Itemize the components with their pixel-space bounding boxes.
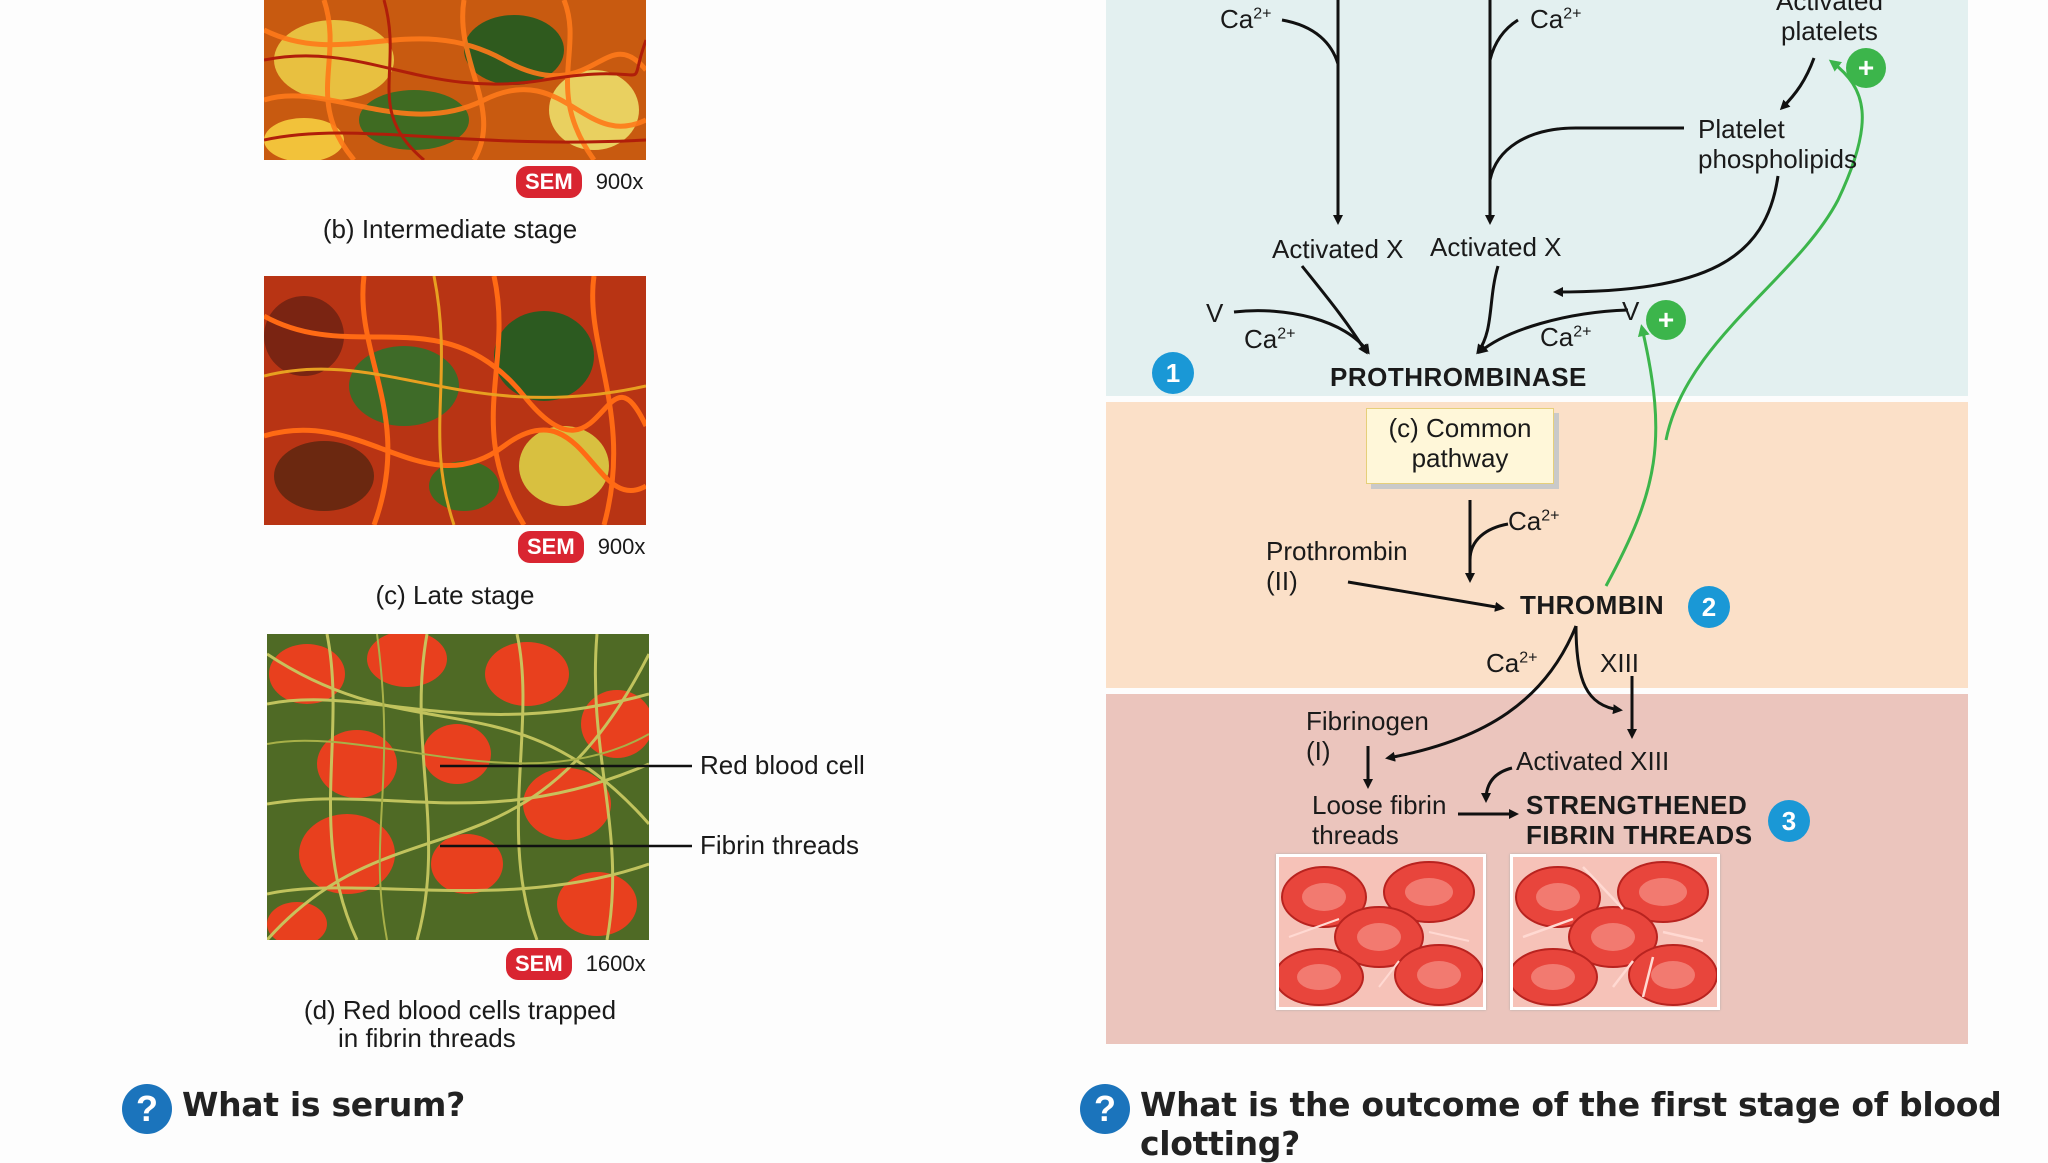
platelet-phospholipids-label: Platelet phospholipids xyxy=(1698,114,1858,174)
label-leader-lines xyxy=(440,764,692,848)
caption-rbc-trapped: (d) Red blood cells trapped in fibrin th… xyxy=(290,996,630,1052)
sem-badge: SEM xyxy=(518,531,584,563)
step-2-badge: 2 xyxy=(1688,586,1730,628)
calcium-label: Ca2+ xyxy=(1220,4,1272,34)
factor-v-right-label: V xyxy=(1622,296,1640,326)
label-red-blood-cell: Red blood cell xyxy=(700,750,865,780)
common-pathway-box: (c) Common pathway xyxy=(1366,408,1554,484)
calcium-label: Ca2+ xyxy=(1540,322,1592,352)
caption-intermediate-stage: (b) Intermediate stage xyxy=(322,214,578,244)
pathway-line-1: (c) Common xyxy=(1388,413,1532,443)
pathway-line-2: pathway xyxy=(1411,443,1509,473)
question-icon: ? xyxy=(122,1084,172,1134)
calcium-label: Ca2+ xyxy=(1508,506,1560,536)
fibrinogen-label: Fibrinogen (I) xyxy=(1306,706,1429,766)
strengthened-fibrin-label: STRENGTHENED FIBRIN THREADS xyxy=(1526,790,1753,850)
strengthened-fibrin-illustration xyxy=(1510,854,1720,1010)
prothrombinase-label: PROTHROMBINASE xyxy=(1330,362,1587,392)
caption-line-2: in fibrin threads xyxy=(338,1023,516,1053)
calcium-label: Ca2+ xyxy=(1530,4,1582,34)
loose-fibrin-label: Loose fibrin threads xyxy=(1312,790,1447,850)
sem-badge: SEM xyxy=(516,166,582,198)
caption-line-1: (d) Red blood cells trapped xyxy=(303,995,617,1025)
step-1-badge: 1 xyxy=(1152,352,1194,394)
magnification-label: 1600x xyxy=(585,951,646,976)
magnification-label: 900x xyxy=(597,534,646,559)
step-3-badge: 3 xyxy=(1768,800,1810,842)
question-clotting-outcome: What is the outcome of the first stage o… xyxy=(1140,1085,2002,1163)
activated-x-left-label: Activated X xyxy=(1272,234,1404,264)
band-prothrombinase xyxy=(1106,0,1968,396)
plus-icon: + xyxy=(1646,300,1686,340)
loose-fibrin-illustration xyxy=(1276,854,1486,1010)
magnification-label: 900x xyxy=(595,169,644,194)
plus-icon: + xyxy=(1846,48,1886,88)
micrograph-late-stage xyxy=(264,276,646,525)
prothrombin-label: Prothrombin (II) xyxy=(1266,536,1408,596)
thrombin-label: THROMBIN xyxy=(1520,590,1665,620)
sem-badge: SEM xyxy=(506,948,572,980)
calcium-label: Ca2+ xyxy=(1486,648,1538,678)
calcium-label: Ca2+ xyxy=(1244,324,1296,354)
caption-late-stage: (c) Late stage xyxy=(375,580,535,610)
activated-xiii-label: Activated XIII xyxy=(1516,746,1670,776)
question-icon: ? xyxy=(1080,1084,1130,1134)
label-fibrin-threads: Fibrin threads xyxy=(700,830,859,860)
micrograph-intermediate-stage xyxy=(264,0,646,160)
factor-xiii-label: XIII xyxy=(1600,648,1640,678)
factor-v-left-label: V xyxy=(1206,298,1224,328)
question-serum: What is serum? xyxy=(182,1085,465,1124)
micrograph-red-blood-cells-in-fibrin xyxy=(267,634,649,940)
activated-platelets-label: Activated platelets xyxy=(1776,0,1883,46)
pathway-arrows xyxy=(1233,0,1864,819)
activated-x-right-label: Activated X xyxy=(1430,232,1562,262)
